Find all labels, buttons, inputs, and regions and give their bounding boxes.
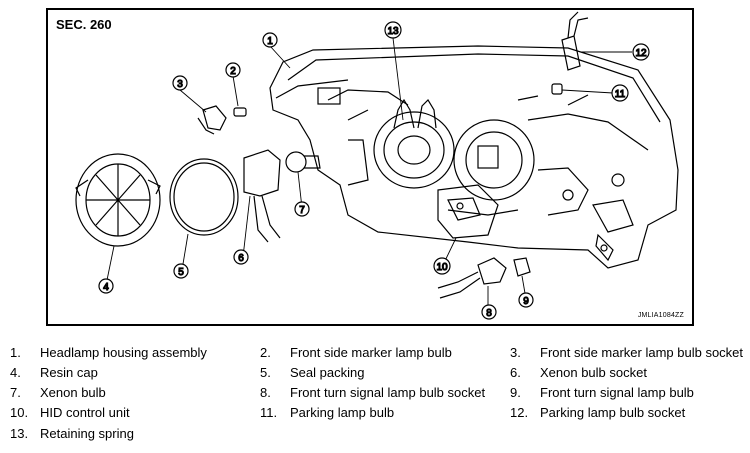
hid-control-unit-drawing <box>437 184 499 239</box>
callout-9: 9 <box>518 292 534 308</box>
headlamp-housing-drawing <box>269 45 679 269</box>
svg-text:10: 10 <box>436 262 448 273</box>
retaining-spring-drawing <box>393 98 437 129</box>
callout-3: 3 <box>172 75 188 91</box>
legend-label: Front side marker lamp bulb <box>290 345 452 360</box>
legend-number: 5. <box>260 365 271 380</box>
legend-label: Xenon bulb socket <box>540 365 647 380</box>
legend-number: 1. <box>10 345 21 360</box>
callout-4: 4 <box>98 278 114 294</box>
svg-text:13: 13 <box>387 26 399 37</box>
callout-5: 5 <box>173 263 189 279</box>
callout-12: 12 <box>632 43 650 61</box>
legend-label: HID control unit <box>40 405 130 420</box>
callout-10: 10 <box>433 257 451 275</box>
callout-6: 6 <box>233 249 249 265</box>
callout-1: 1 <box>262 32 278 48</box>
legend-number: 10. <box>10 405 29 420</box>
resin-cap-drawing <box>75 153 161 247</box>
seal-packing-drawing <box>169 158 239 236</box>
svg-text:1: 1 <box>267 36 273 47</box>
svg-text:11: 11 <box>615 89 626 100</box>
legend-number: 6. <box>510 365 521 380</box>
legend-label: Front turn signal lamp bulb <box>540 385 694 400</box>
legend-label: Seal packing <box>290 365 365 380</box>
svg-text:12: 12 <box>635 48 647 59</box>
svg-text:3: 3 <box>177 79 183 90</box>
section-label: SEC. 260 <box>56 17 112 32</box>
side-marker-bulb-drawing <box>233 107 247 117</box>
exploded-diagram-frame: 1 2 3 4 5 6 7 8 9 10 11 12 13 SEC. 260 J… <box>46 8 694 326</box>
xenon-bulb-drawing <box>285 151 321 173</box>
legend-number: 3. <box>510 345 521 360</box>
parking-bulb-drawing <box>551 83 563 95</box>
svg-text:4: 4 <box>103 282 109 293</box>
svg-text:8: 8 <box>486 308 492 319</box>
legend-label: Front turn signal lamp bulb socket <box>290 385 486 400</box>
callout-7: 7 <box>294 201 310 217</box>
legend-number: 7. <box>10 385 21 400</box>
legend-label: Xenon bulb <box>40 385 106 400</box>
side-marker-socket-drawing <box>197 105 227 135</box>
legend-label: Retaining spring <box>40 426 134 441</box>
legend-number: 8. <box>260 385 271 400</box>
exploded-diagram: 1 2 3 4 5 6 7 8 9 10 11 12 13 <box>75 11 679 320</box>
legend-number: 12. <box>510 405 529 420</box>
figure-code: JMLIA1084ZZ <box>637 312 684 319</box>
callout-13: 13 <box>384 21 402 39</box>
svg-text:6: 6 <box>238 253 244 264</box>
callout-8: 8 <box>481 304 497 320</box>
legend-number: 2. <box>260 345 271 360</box>
svg-text:2: 2 <box>230 66 236 77</box>
xenon-bulb-socket-drawing <box>243 149 281 243</box>
legend-label: Headlamp housing assembly <box>40 345 207 360</box>
legend-label: Parking lamp bulb socket <box>540 405 686 420</box>
legend-label: Front side marker lamp bulb socket <box>540 345 744 360</box>
parking-socket-drawing <box>561 11 589 71</box>
callout-11: 11 <box>611 84 629 102</box>
callout-2: 2 <box>225 62 241 78</box>
legend-number: 4. <box>10 365 21 380</box>
svg-text:7: 7 <box>299 205 305 216</box>
svg-text:9: 9 <box>523 296 529 307</box>
legend-number: 13. <box>10 426 29 441</box>
legend-number: 11. <box>260 405 278 420</box>
turn-signal-socket-drawing <box>437 257 507 299</box>
svg-text:5: 5 <box>178 267 184 278</box>
legend-number: 9. <box>510 385 521 400</box>
turn-signal-bulb-drawing <box>513 257 531 277</box>
legend-label: Resin cap <box>40 365 98 380</box>
legend-label: Parking lamp bulb <box>290 405 395 420</box>
